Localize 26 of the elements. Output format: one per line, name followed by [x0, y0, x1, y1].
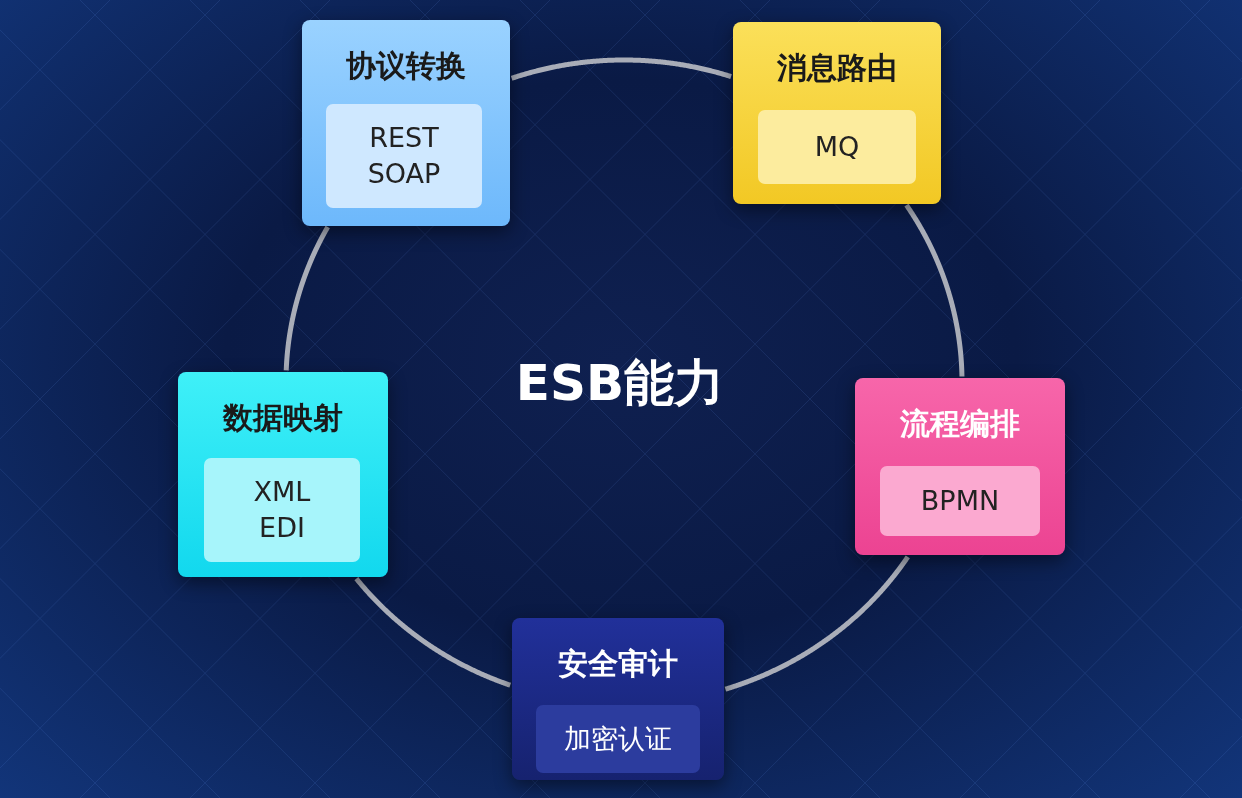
ring-connector [723, 555, 910, 692]
ring-connector [904, 203, 965, 379]
detail-panel [326, 104, 482, 208]
item-list: MQ [804, 128, 870, 166]
card-heading: 流程编排 [899, 405, 1021, 443]
capability-card [178, 372, 388, 577]
capability-card [855, 378, 1065, 555]
item-list: REST SOAP [357, 119, 451, 193]
card-heading: 安全审计 [557, 645, 679, 683]
card-heading: 协议转换 [345, 47, 467, 85]
item-list: 加密认证 [554, 720, 682, 758]
detail-panel [880, 466, 1040, 536]
detail-panel [536, 705, 700, 773]
center-heading: ESB能力 [514, 353, 726, 414]
item-list: XML EDI [243, 473, 321, 547]
card-heading: 消息路由 [776, 49, 898, 87]
ring-connector [354, 576, 512, 688]
card-heading: 数据映射 [221, 399, 344, 437]
item-list: BPMN [910, 482, 1010, 520]
capability-card [302, 20, 510, 226]
capability-card [512, 618, 724, 780]
detail-panel [204, 458, 360, 562]
capability-card [733, 22, 941, 204]
ring-connector [283, 225, 330, 372]
detail-panel [758, 110, 916, 184]
ring-connector [510, 57, 733, 81]
